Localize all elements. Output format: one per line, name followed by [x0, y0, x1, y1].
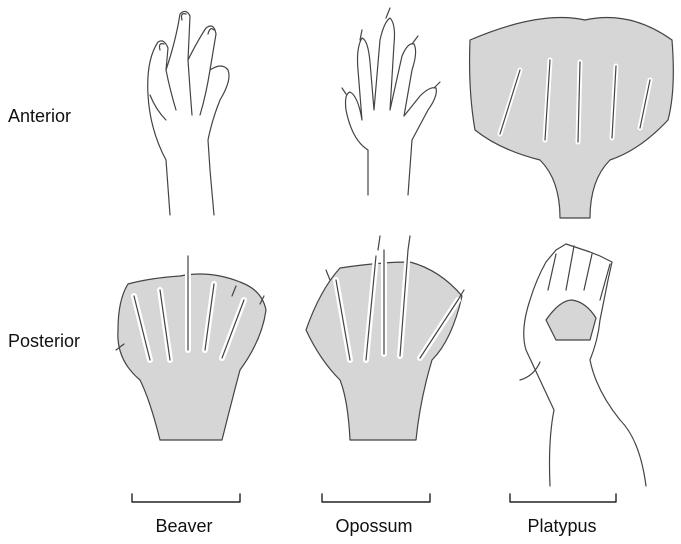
bracket-opossum	[322, 494, 430, 502]
opossum-hind-foot-illustration	[306, 236, 464, 440]
bracket-platypus	[510, 494, 616, 502]
beaver-front-paw-illustration	[148, 11, 229, 215]
bracket-beaver	[132, 494, 240, 502]
beaver-hind-foot-illustration	[116, 256, 266, 440]
opossum-front-paw-illustration	[342, 8, 440, 195]
column-brackets	[132, 494, 616, 502]
platypus-hind-foot-illustration	[520, 244, 646, 486]
platypus-front-foot-illustration	[470, 18, 674, 219]
